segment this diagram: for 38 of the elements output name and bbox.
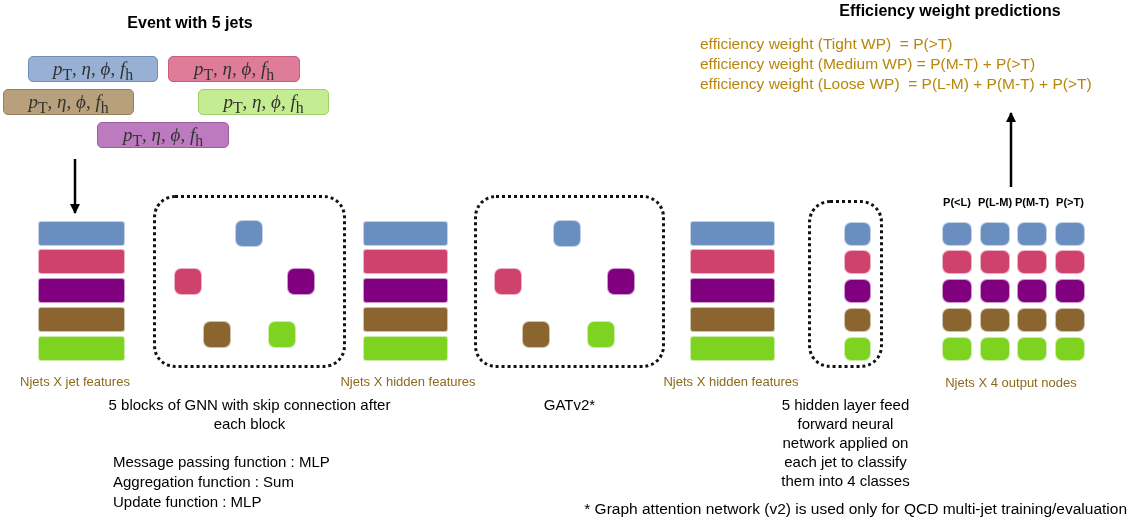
- layer-label: Njets X jet features: [19, 374, 131, 389]
- feature-bar: [363, 336, 448, 361]
- feature-bar: [38, 278, 125, 303]
- arrow: [1006, 112, 1016, 187]
- description: 5 hidden layer feed forward neural network applied on each jet to classify them into 4 classes: [780, 395, 911, 490]
- arrow: [70, 159, 80, 214]
- footnote: * Graph attention network (v2) is used only for QCD multi-jet training/evaluation: [584, 500, 1127, 518]
- feature-bar: [690, 307, 775, 332]
- heading: Event with 5 jets: [126, 14, 254, 32]
- feature-bar: [38, 336, 125, 361]
- layer-label: Njets X 4 output nodes: [944, 375, 1078, 390]
- feature-bar: [38, 249, 125, 274]
- layer-label: Njets X hidden features: [339, 374, 477, 389]
- feature-bar: [363, 249, 448, 274]
- jet-feature-box: p$_{T}$, η, ϕ, f$_{h}$: [97, 122, 229, 148]
- feature-bar: [690, 249, 775, 274]
- function-note: Update function : MLP: [113, 492, 262, 511]
- layer-label: Njets X hidden features: [662, 374, 800, 389]
- jet-feature-box: p$_{T}$, η, ϕ, f$_{h}$: [3, 89, 134, 115]
- jet-feature-box: p$_{T}$, η, ϕ, f$_{h}$: [28, 56, 158, 82]
- feature-bar: [38, 307, 125, 332]
- feature-bar: [690, 336, 775, 361]
- feature-bar: [690, 221, 775, 246]
- formula-line: efficiency weight (Medium WP) = P(M-T) + P(>T): [700, 55, 1036, 73]
- feature-bar: [363, 221, 448, 246]
- jet-feature-box: p$_{T}$, η, ϕ, f$_{h}$: [198, 89, 329, 115]
- feature-bar: [38, 221, 125, 246]
- function-note: Message passing function : MLP: [113, 452, 330, 471]
- feature-bar: [363, 278, 448, 303]
- description: GATv2*: [542, 395, 597, 414]
- feature-bar: [690, 278, 775, 303]
- function-note: Aggregation function : Sum: [113, 472, 294, 491]
- formula-line: efficiency weight (Loose WP) = P(L-M) + P(M-T) + P(>T): [700, 75, 1092, 93]
- formula-line: efficiency weight (Tight WP) = P(>T): [700, 35, 953, 53]
- feature-bar: [363, 307, 448, 332]
- jet-feature-box: p$_{T}$, η, ϕ, f$_{h}$: [168, 56, 300, 82]
- heading: Efficiency weight predictions: [838, 2, 1062, 20]
- description: 5 blocks of GNN with skip connection after each block: [107, 395, 392, 433]
